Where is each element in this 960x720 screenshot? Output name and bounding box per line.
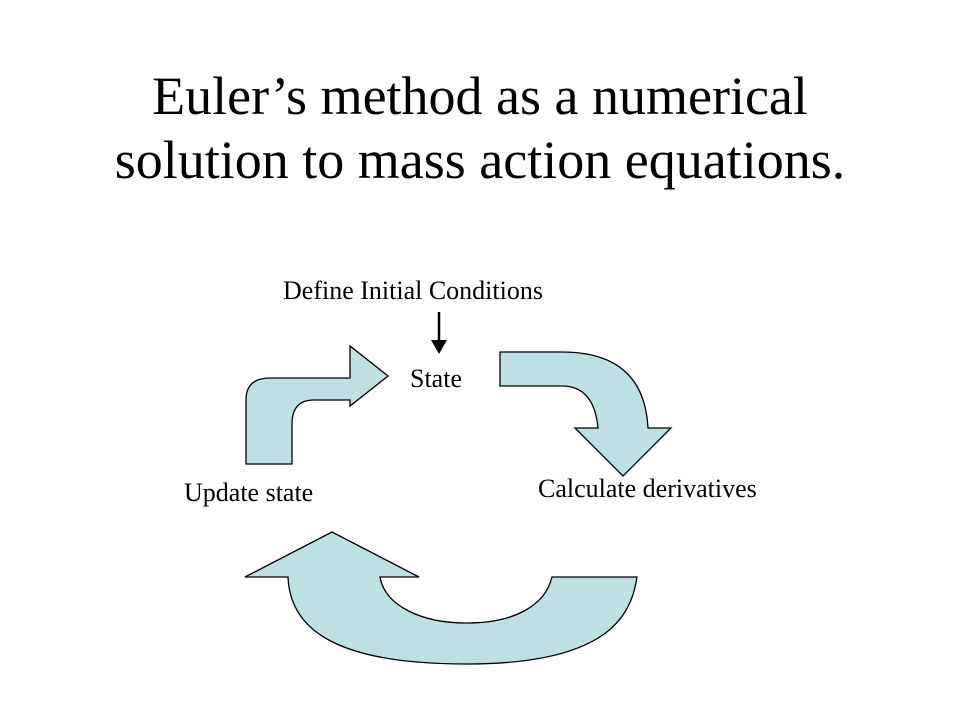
initial-down-arrow (431, 312, 447, 354)
title-line-1: Euler’s method as a numerical (152, 66, 808, 126)
state-label: State (410, 364, 462, 393)
arrow-update-to-state (245, 344, 390, 465)
title-line-2: solution to mass action equations. (114, 130, 846, 190)
arrow-state-to-derivatives (499, 351, 673, 477)
slide-title: Euler’s method as a numerical solution t… (0, 64, 960, 192)
calculate-derivatives-label: Calculate derivatives (538, 474, 757, 503)
arrow-derivatives-to-update (244, 531, 638, 665)
update-state-label: Update state (184, 478, 314, 507)
define-initial-conditions-label: Define Initial Conditions (283, 276, 543, 305)
